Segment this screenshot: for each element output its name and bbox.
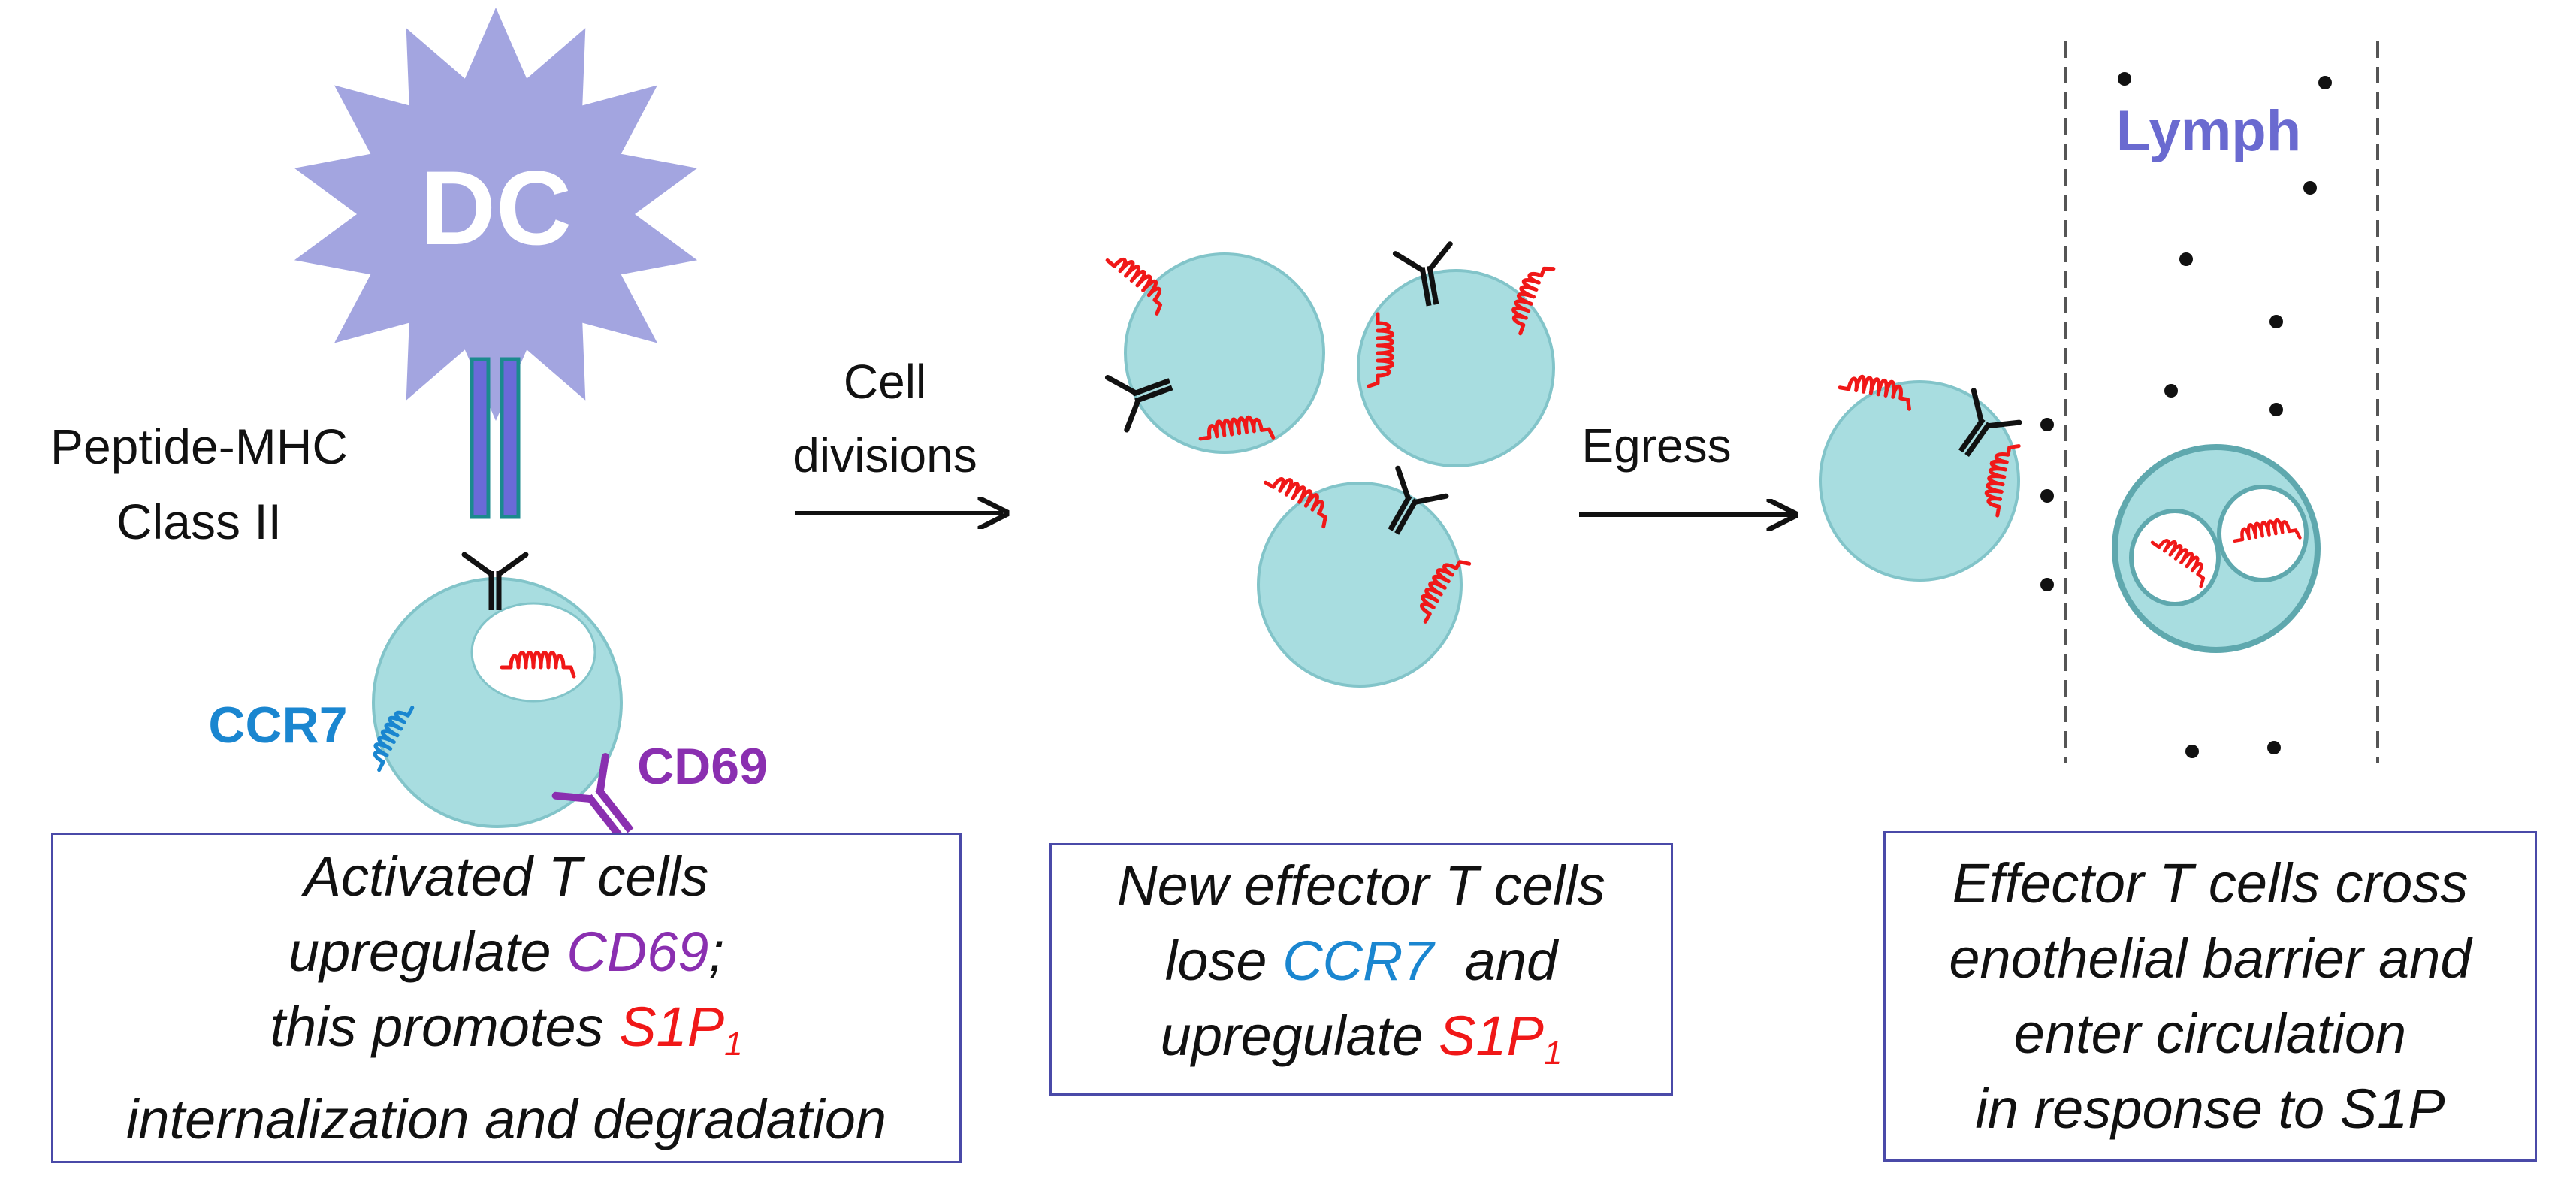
ccr7-label: CCR7	[208, 697, 347, 754]
caption-left-line4: internalization and degradation	[125, 1087, 887, 1150]
dc-label: DC	[420, 149, 572, 267]
cell-divisions-label-line2: divisions	[793, 428, 977, 482]
lymph-label: Lymph	[2116, 99, 2301, 163]
effector-t-cell-1	[1124, 252, 1325, 454]
caption-right-line1: Effector T cells cross	[1952, 852, 2469, 914]
cd69-label: CD69	[637, 738, 768, 795]
dendritic-cell-star	[294, 8, 698, 421]
effector-t-cell-3	[1257, 482, 1463, 688]
s1p-dot	[2179, 252, 2193, 266]
effector-t-cell-2	[1357, 269, 1555, 467]
ccr7-highlight: CCR7	[1282, 929, 1434, 992]
caption-new-effector-t-cells: New effector T cells lose CCR7 and upreg…	[1049, 843, 1673, 1096]
s1p-dot	[2164, 384, 2178, 398]
s1p-internal-vesicle	[470, 602, 596, 703]
egressing-t-cell	[1819, 380, 2020, 582]
peptide-mhc-class-ii	[470, 357, 521, 519]
caption-right-line4: in response to S1P	[1975, 1078, 2445, 1140]
s1p-dot	[2118, 72, 2131, 86]
caption-right-line2: enothelial barrier and	[1949, 927, 2472, 990]
tcr-receptor	[461, 552, 529, 610]
cd69-receptor	[551, 753, 634, 841]
caption-middle-line1: New effector T cells	[1117, 854, 1605, 917]
s1p-dot	[2040, 489, 2054, 503]
caption-activated-t-cells: Activated T cells upregulate CD69; this …	[51, 833, 962, 1163]
s1p-dot	[2269, 403, 2283, 416]
caption-left-line1: Activated T cells	[304, 845, 709, 908]
s1p-dot	[2303, 181, 2317, 195]
s1p1-highlight: S1P1	[619, 995, 743, 1063]
cell-divisions-label-line1: Cell	[844, 355, 926, 409]
s1p-dot	[2040, 418, 2054, 431]
peptide-mhc-label-line2: Class II	[116, 494, 282, 549]
cd69-highlight: CD69	[566, 920, 709, 983]
s1p-dot	[2318, 76, 2332, 89]
s1p1-highlight: S1P1	[1438, 1004, 1563, 1072]
caption-effector-t-cells-cross: Effector T cells cross enothelial barrie…	[1883, 831, 2537, 1162]
peptide-mhc-label-line1: Peptide-MHC	[50, 419, 348, 474]
egress-label: Egress	[1581, 419, 1731, 473]
ccr7-receptor	[373, 706, 415, 772]
s1p-dot	[2269, 315, 2283, 328]
s1p-dot	[2040, 578, 2054, 591]
caption-right-line3: enter circulation	[2013, 1002, 2407, 1065]
s1p-dot	[2267, 741, 2281, 754]
s1p-dot	[2185, 745, 2199, 758]
